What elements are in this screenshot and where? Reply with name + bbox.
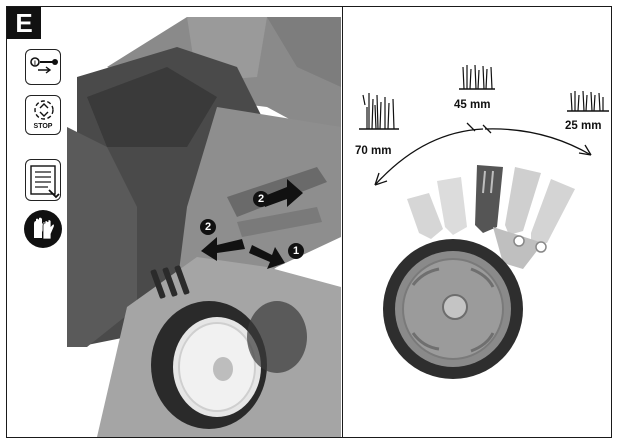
step-2-badge-upper: 2	[253, 191, 269, 207]
mower-closeup-illustration	[67, 17, 341, 437]
grass-25mm-icon	[567, 90, 609, 112]
height-label-45mm: 45 mm	[454, 99, 491, 111]
cutting-height-illustration	[359, 64, 609, 379]
manual-icon	[25, 159, 61, 201]
height-label-70mm: 70 mm	[355, 145, 392, 157]
key-remove-icon: I	[25, 49, 61, 85]
step-2-badge-lower: 2	[200, 219, 216, 235]
section-label: E	[7, 7, 41, 39]
gloves-icon	[24, 210, 62, 248]
svg-text:I: I	[34, 61, 36, 67]
instruction-figure: E I STOP	[6, 6, 612, 438]
step-1-badge: 1	[288, 243, 304, 259]
grass-45mm-icon	[459, 64, 495, 90]
stop-label: STOP	[33, 123, 53, 130]
height-label-25mm: 25 mm	[565, 120, 602, 132]
stop-icon: STOP	[25, 95, 61, 135]
grass-70mm-icon	[359, 93, 399, 130]
panel-divider	[342, 7, 343, 437]
